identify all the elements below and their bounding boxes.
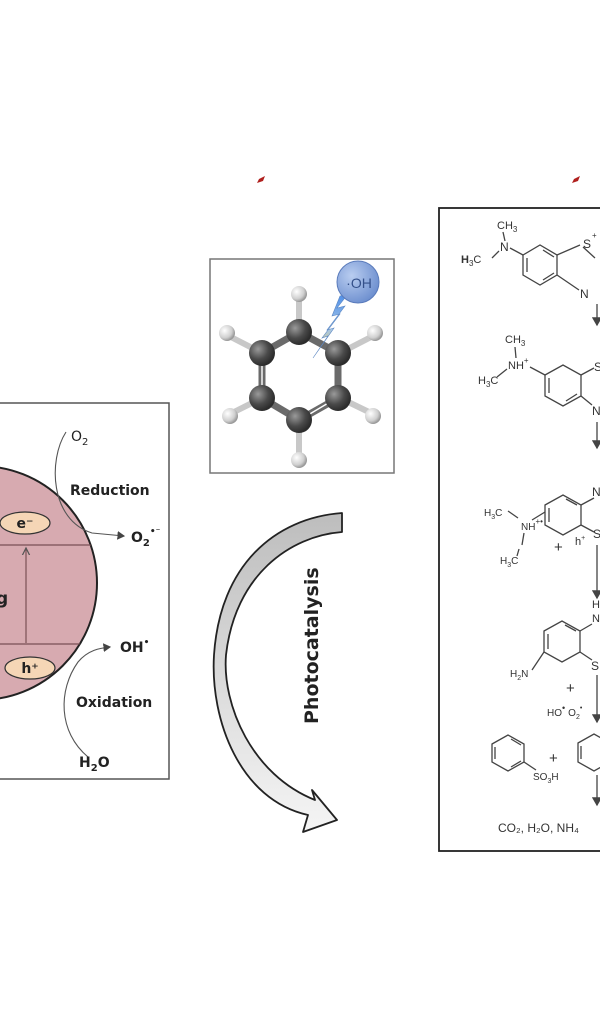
pathway-step-5: SO3H + CO₂, H₂O, NH₄ bbox=[491, 733, 600, 835]
svg-text:S: S bbox=[593, 527, 600, 541]
svg-text:NH+: NH+ bbox=[508, 356, 529, 372]
svg-text:CH3: CH3 bbox=[497, 220, 518, 234]
svg-text:H3C: H3C bbox=[500, 556, 518, 569]
svg-text:H: H bbox=[592, 599, 600, 611]
reduction-reactant: O2 bbox=[71, 429, 88, 448]
oxidation-product: OH• bbox=[120, 638, 149, 656]
svg-text:+: + bbox=[549, 750, 558, 767]
svg-text:N: N bbox=[592, 485, 600, 499]
oxidation-reactant: H2O bbox=[79, 755, 110, 774]
svg-text:S: S bbox=[594, 360, 600, 374]
carbon-atoms bbox=[249, 319, 351, 433]
photocatalysis-arrow: Photocatalysis bbox=[212, 512, 343, 833]
title-mark-right bbox=[572, 176, 580, 183]
pathway-step-3: H3C NH+• H3C + h+ N S bbox=[484, 485, 600, 600]
hole-carrier bbox=[4, 656, 56, 680]
svg-text:H3C: H3C bbox=[478, 375, 498, 389]
oxidation-arrow bbox=[63, 643, 112, 758]
svg-text:H2N: H2N bbox=[510, 669, 528, 682]
svg-text:H3C: H3C bbox=[461, 254, 481, 268]
svg-text:S: S bbox=[591, 659, 599, 673]
svg-text:CH3: CH3 bbox=[505, 334, 526, 348]
reduction-label: Reduction bbox=[70, 483, 150, 499]
oxidation-label: Oxidation bbox=[76, 695, 152, 711]
svg-text:+: + bbox=[566, 680, 575, 697]
hydrogen-atoms bbox=[219, 286, 383, 468]
semiconductor-panel: g e⁻ h⁺ O2 Reduction O2•⁻ OH• Oxidation … bbox=[0, 402, 170, 780]
svg-text:N: N bbox=[580, 287, 589, 301]
hole-label: h⁺ bbox=[21, 661, 38, 677]
title-mark-left bbox=[257, 176, 265, 183]
svg-text:+: + bbox=[554, 539, 563, 556]
svg-text:SO3H: SO3H bbox=[533, 772, 559, 785]
svg-text:N: N bbox=[592, 613, 600, 625]
reduction-product: O2•⁻ bbox=[131, 527, 161, 549]
degradation-panel: CH3 H3C N S + N CH3 NH+ H3C S N H3C NH+• bbox=[438, 207, 600, 852]
svg-text:H3C: H3C bbox=[484, 508, 502, 521]
bandgap-label: g bbox=[0, 589, 8, 609]
molecule-panel: ·OH bbox=[209, 258, 395, 474]
svg-text:h+: h+ bbox=[575, 535, 585, 548]
svg-text:HO•O2•: HO•O2• bbox=[547, 703, 583, 721]
svg-text:+: + bbox=[592, 231, 597, 240]
svg-text:N: N bbox=[592, 404, 600, 418]
hydroxyl-radical-sphere bbox=[336, 260, 380, 304]
pathway-step-2: CH3 NH+ H3C S N bbox=[478, 334, 600, 450]
final-products: CO₂, H₂O, NH₄ bbox=[498, 821, 579, 835]
svg-text:NH+•: NH+• bbox=[521, 517, 543, 533]
reduction-arrow bbox=[54, 431, 126, 540]
title-marks bbox=[257, 176, 580, 183]
hydroxyl-radical-label: ·OH bbox=[346, 275, 372, 291]
lightning-bolt-icon bbox=[312, 293, 349, 359]
electron-label: e⁻ bbox=[17, 516, 34, 532]
curved-arrow-shape bbox=[212, 512, 343, 833]
electron-carrier bbox=[0, 511, 51, 535]
photocatalysis-label: Photocatalysis bbox=[301, 567, 323, 724]
pathway-step-1: CH3 H3C N S + N bbox=[461, 220, 600, 327]
svg-text:S: S bbox=[583, 237, 591, 251]
pathway-step-4: H2N H N S + HO•O2• bbox=[510, 599, 600, 724]
svg-text:N: N bbox=[500, 240, 509, 254]
pathway-frame bbox=[438, 207, 600, 852]
